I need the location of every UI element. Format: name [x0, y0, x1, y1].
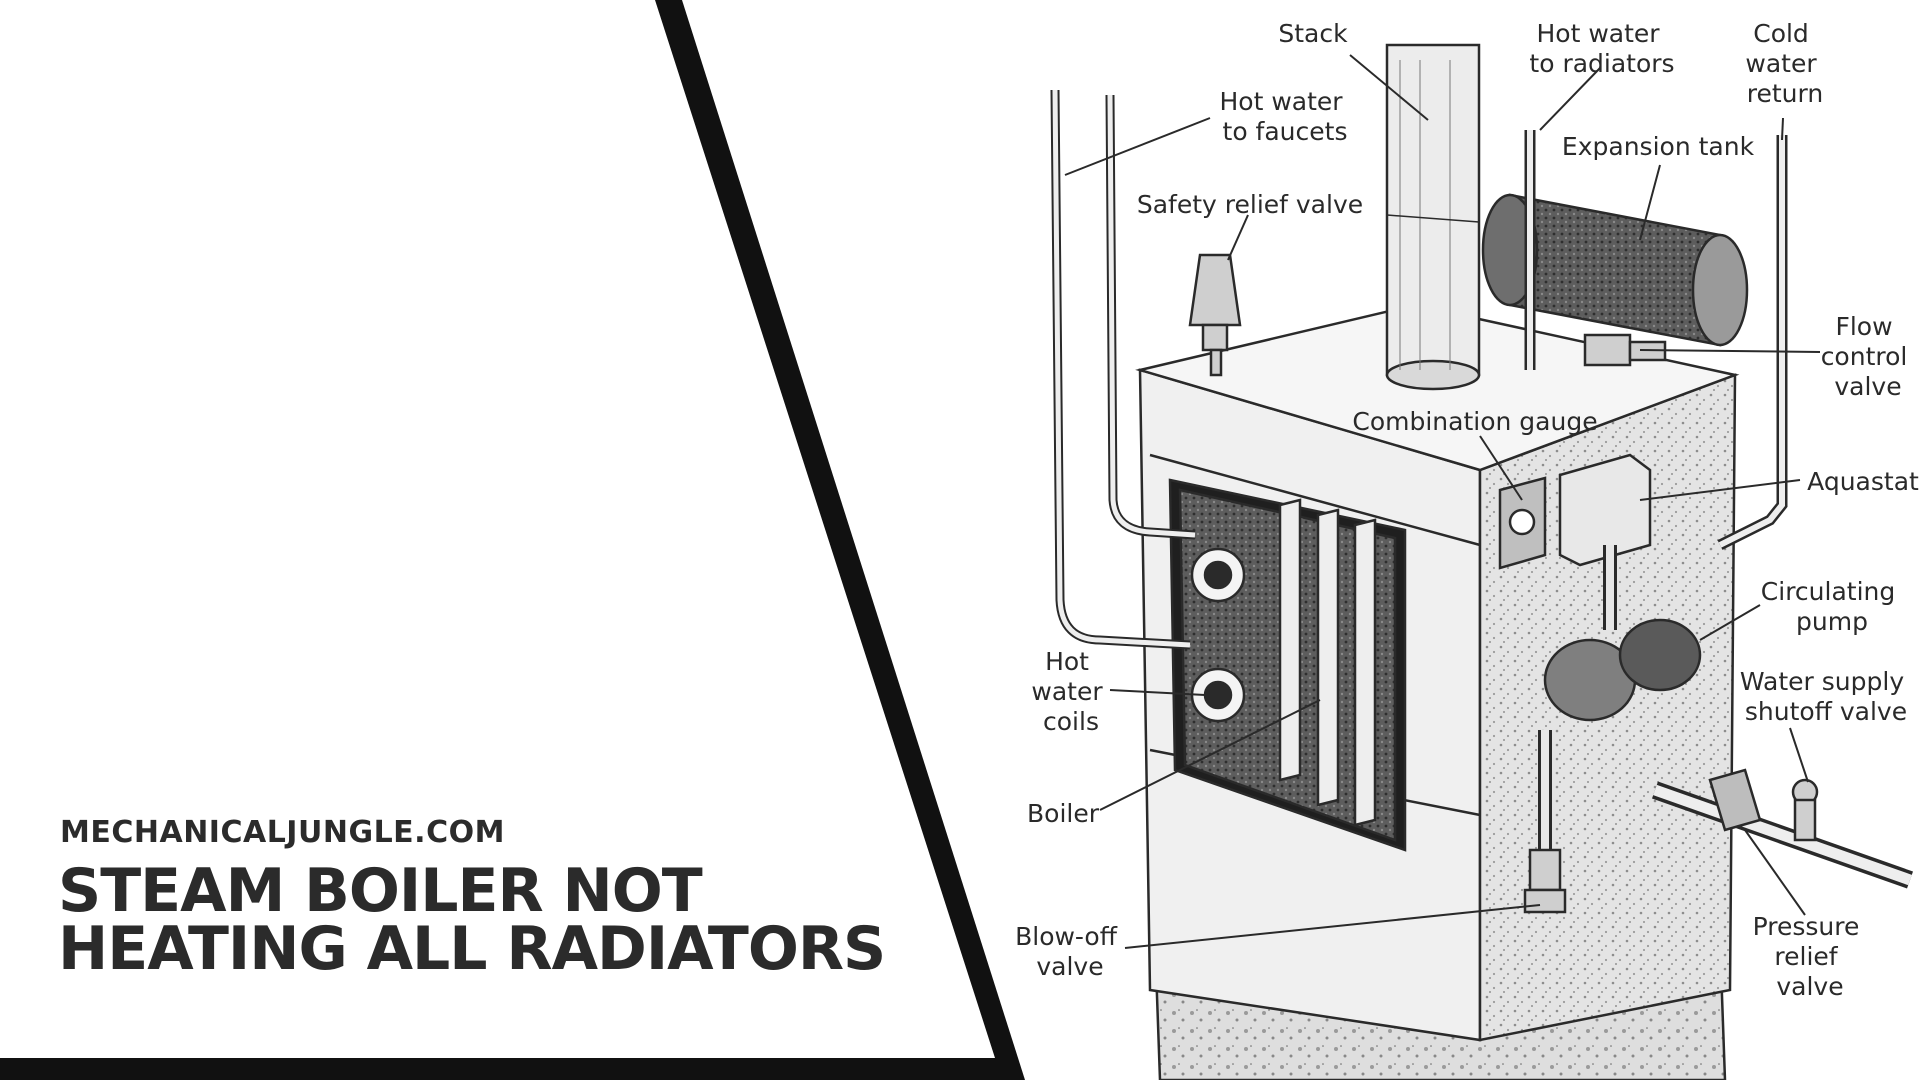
aquastat-box — [1558, 453, 1652, 567]
expansion-tank — [1481, 193, 1749, 347]
stack-pipe — [1385, 43, 1481, 391]
flow-control-valve — [1583, 333, 1667, 367]
label-hot-water-to-radiators: Hot water to radiators — [1529, 19, 1674, 78]
label-aquastat: Aquastat — [1807, 467, 1919, 496]
label-expansion-tank: Expansion tank — [1562, 132, 1755, 161]
left-panel — [0, 0, 995, 1058]
circulating-pump — [1538, 545, 1702, 850]
label-pressure-relief-valve: Pressure relief valve — [1753, 912, 1868, 1001]
site-name: MECHANICALJUNGLE.COM — [60, 815, 505, 850]
label-circulating-pump: Circulating pump — [1761, 577, 1903, 636]
label-safety-relief-valve: Safety relief valve — [1137, 190, 1363, 219]
label-hot-water-to-faucets: Hot water to faucets — [1219, 87, 1350, 146]
label-boiler: Boiler — [1027, 799, 1100, 828]
label-water-supply-shutoff-valve: Water supply shutoff valve — [1740, 667, 1912, 726]
diagram-labels: Stack Hot water to radiators Cold water … — [1015, 19, 1919, 1001]
label-blow-off-valve: Blow-off valve — [1015, 922, 1125, 981]
label-stack: Stack — [1278, 19, 1348, 48]
boiler-illustration — [1050, 43, 1913, 1082]
label-flow-control-valve: Flow control valve — [1821, 312, 1916, 401]
blow-off-valve — [1523, 848, 1567, 914]
label-hot-water-coils: Hot water coils — [1031, 647, 1110, 736]
combination-gauge — [1498, 476, 1547, 570]
page-title: STEAM BOILER NOT HEATING ALL RADIATORS — [58, 856, 886, 984]
label-combination-gauge: Combination gauge — [1352, 407, 1597, 436]
water-supply-line — [1652, 768, 1913, 889]
leader-lines — [1064, 54, 1821, 949]
label-cold-water-return: Cold water return — [1745, 19, 1824, 108]
